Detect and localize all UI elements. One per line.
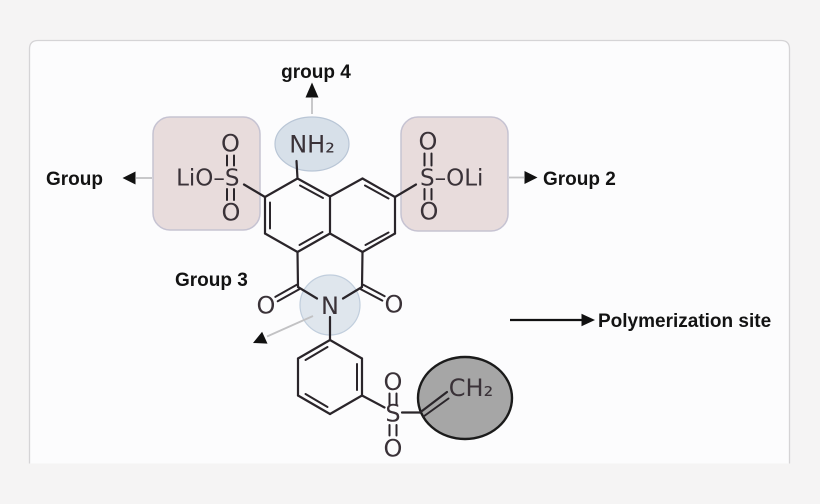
sulfonate-left-formula-label: LiO–S — [176, 166, 239, 192]
sulfonate-left-highlight-box — [152, 116, 261, 231]
molecule-bonds — [226, 152, 450, 437]
imide-oxygen-left-label: O — [257, 292, 276, 320]
group3-arrowhead-icon — [253, 331, 268, 344]
group1-arrowhead-icon — [122, 171, 136, 185]
polymerization-arrowhead-icon — [581, 313, 595, 327]
amine-highlight-ellipse — [274, 116, 350, 172]
group2-arrowhead-icon — [524, 171, 538, 184]
methylene-highlight-circle — [416, 355, 514, 441]
atom-labels: NH₂ O LiO–S O O S–OLi O O N O O S O CH₂ — [176, 128, 493, 463]
label-group4: group 4 — [281, 62, 351, 83]
amine-label: NH₂ — [289, 131, 335, 159]
sulfonate-right-oxygen-top-label: O — [419, 128, 438, 156]
vinylsulfone-sulfur-label: S — [385, 400, 400, 428]
methylene-label: CH₂ — [449, 374, 493, 402]
group-labels: group 4 Group Group 2 Group 3 Polymeriza… — [46, 62, 771, 332]
label-group1: Group — [46, 169, 103, 190]
sulfonate-right-highlight-box — [400, 116, 509, 232]
label-group3: Group 3 — [175, 270, 248, 291]
sulfonate-left-oxygen-top-label: O — [221, 130, 240, 158]
group3-arrow-line — [266, 315, 314, 338]
group4-arrowhead-icon — [305, 82, 319, 98]
sulfonate-right-formula-label: S–OLi — [420, 166, 483, 192]
label-group2: Group 2 — [543, 169, 616, 190]
imide-oxygen-right-label: O — [385, 291, 404, 319]
label-polymerization-site: Polymerization site — [598, 311, 771, 332]
highlights — [152, 116, 514, 441]
figure-panel — [28, 39, 791, 464]
vinylsulfone-oxygen-top-label: O — [384, 368, 403, 396]
vinylsulfone-oxygen-bottom-label: O — [384, 435, 403, 463]
annotation-arrows — [122, 82, 595, 344]
sulfonate-right-oxygen-bottom-label: O — [420, 198, 439, 226]
sulfonate-left-oxygen-bottom-label: O — [222, 199, 241, 227]
imide-nitrogen-label: N — [321, 292, 339, 320]
